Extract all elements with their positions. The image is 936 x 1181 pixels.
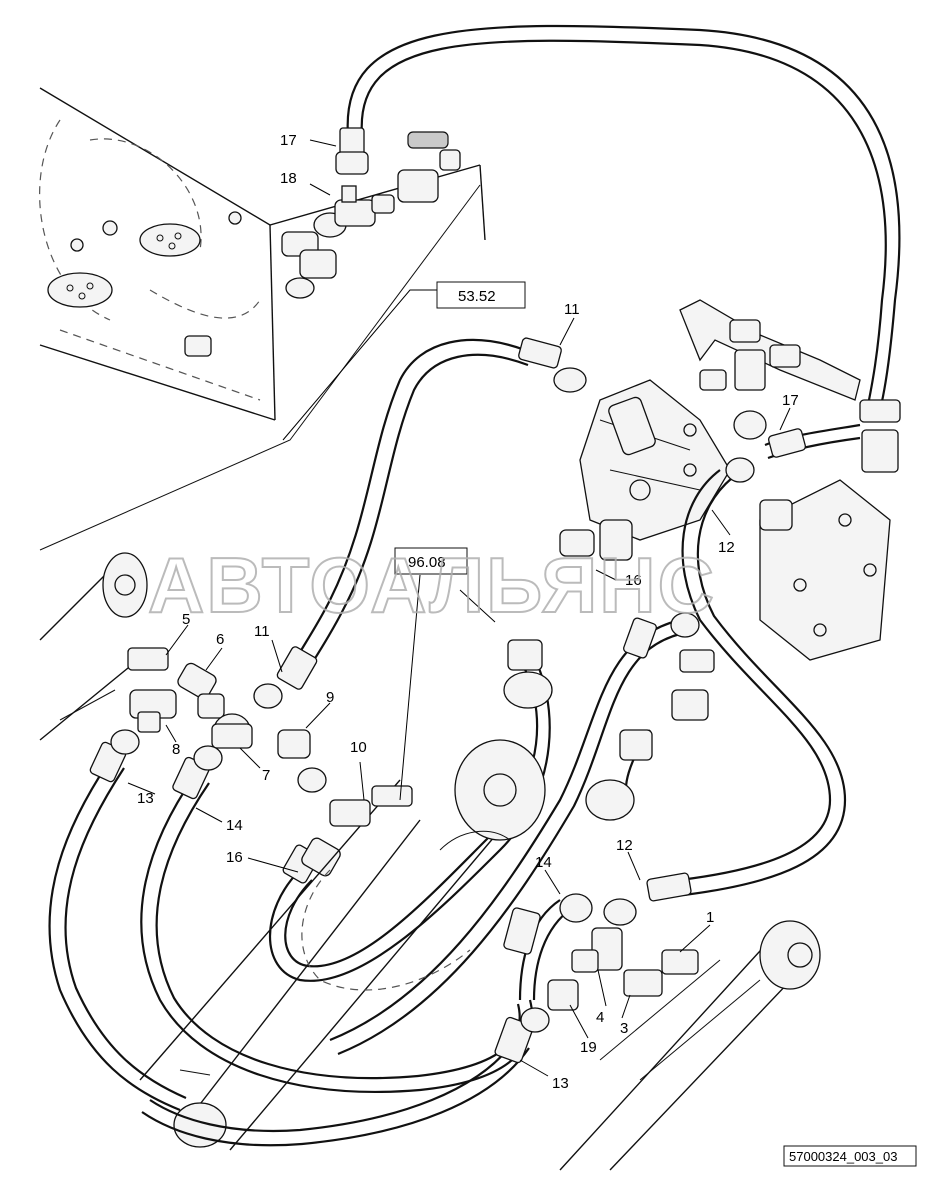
callout-6: 6 [216,631,224,648]
callout-13: 13 [137,790,154,807]
hose-12 [679,469,832,882]
fitting-1 [661,949,699,975]
elbow-9 [277,729,311,759]
callout-12: 12 [718,539,735,556]
elbow-10 [329,799,371,827]
ref-box-53-52 [436,281,526,309]
callout-17: 17 [280,132,297,149]
callout-19: 19 [580,1039,597,1056]
callout-13: 13 [552,1075,569,1092]
drawing-id: 57000324_003_03 [789,1149,897,1164]
hose-17-upper [346,24,901,411]
ref-box-96-08 [394,547,468,575]
callout-8: 8 [172,741,180,758]
fitting-3 [623,969,663,997]
callout-12: 12 [616,837,633,854]
watermark-text: АВТОАЛЬЯНС [148,541,716,629]
callout-11: 11 [564,301,580,318]
callout-16: 16 [625,572,642,589]
fitting-19 [547,979,579,1011]
drawing-id-box [783,1145,917,1167]
hose-13-right [149,1039,516,1133]
hydraulic-tank [39,87,486,551]
leader-lines [127,139,791,1077]
callout-10: 10 [350,739,367,756]
tee-4 [591,927,623,971]
callout-9: 9 [326,689,334,706]
callout-17: 17 [782,392,799,409]
elbow-fitting-tank [281,231,337,299]
relief-valve-block [759,479,891,661]
fitting-5 [127,647,169,671]
callout-14: 14 [226,817,243,834]
ref-label-53-52: 53.52 [458,288,496,305]
callout-3: 3 [620,1020,628,1037]
callout-1: 1 [706,909,714,926]
callout-7: 7 [262,767,270,784]
hose-14-upper [329,618,681,1042]
hose-14-left [140,774,534,1093]
callout-11: 11 [254,623,270,640]
lift-cylinder-right [559,920,821,1171]
callout-18: 18 [280,170,297,187]
callout-4: 4 [596,1009,604,1026]
ref-label-96-08: 96.08 [408,554,446,571]
callout-14: 14 [535,854,552,871]
callout-5: 5 [182,611,190,628]
elbow-6 [177,662,217,700]
hose-13-left [48,759,181,1112]
lift-cylinder-left [139,739,546,1151]
callout-16: 16 [226,849,243,866]
tee-fitting-18 [313,131,461,238]
hose-11 [289,338,526,671]
